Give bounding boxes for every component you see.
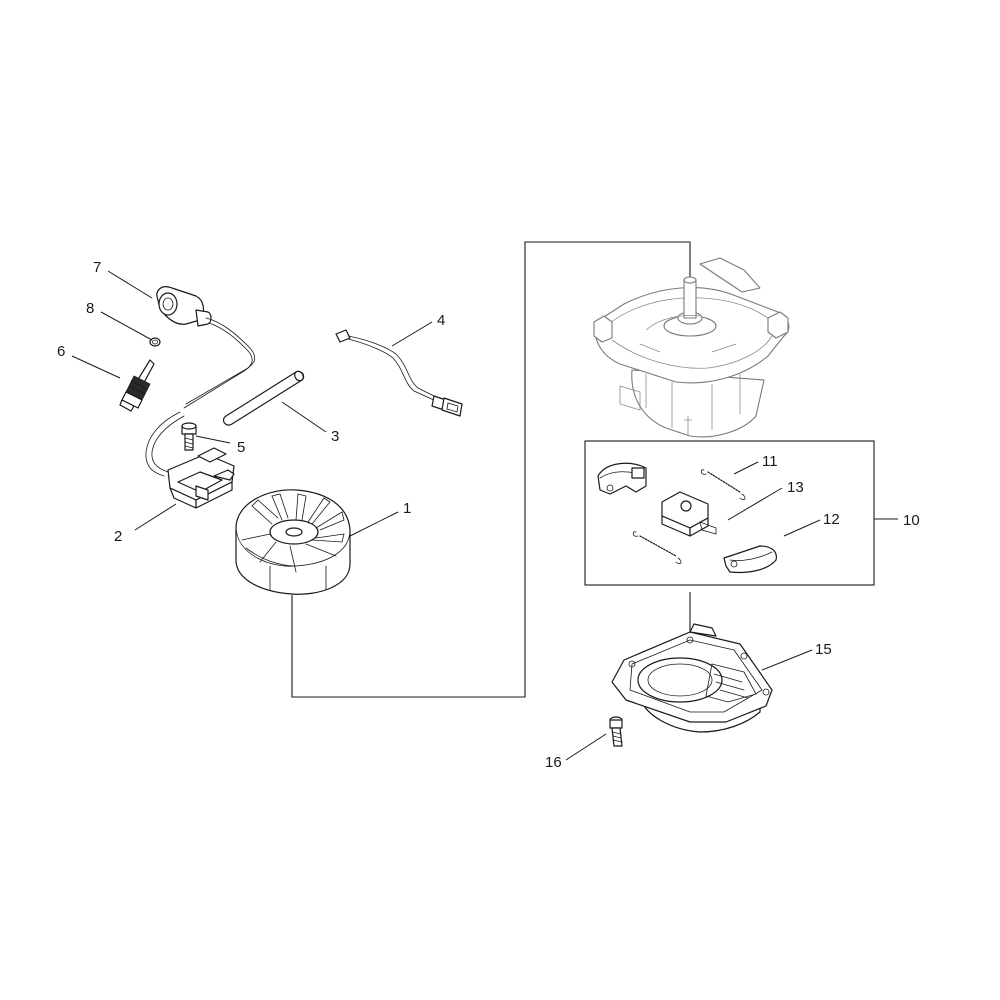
callout-12: 12 — [823, 511, 840, 528]
callout-2: 2 — [114, 528, 122, 545]
upper-spring-part — [700, 469, 746, 501]
assembly-bracket-line — [291, 241, 691, 698]
callout-6: 6 — [57, 343, 65, 360]
tube-part — [222, 370, 305, 426]
callout-8: 8 — [86, 300, 94, 317]
callout-labels: 7 8 6 2 5 3 4 1 11 13 12 10 15 16 — [57, 259, 920, 771]
screw-part — [181, 422, 197, 451]
leader-lines — [71, 270, 898, 761]
callout-16: 16 — [545, 754, 562, 771]
clutch-hub-part — [661, 491, 717, 537]
callout-4: 4 — [437, 312, 445, 329]
clutch-case-part — [611, 623, 773, 733]
flywheel-part — [235, 489, 351, 595]
callout-10: 10 — [903, 512, 920, 529]
lower-clutch-shoe-part — [723, 545, 777, 574]
stop-switch-wire-part — [335, 329, 463, 417]
callout-5: 5 — [237, 439, 245, 456]
crankcase-part — [593, 257, 790, 438]
callout-7: 7 — [93, 259, 101, 276]
ignition-coil-part — [167, 447, 235, 509]
spark-plug-part — [119, 359, 155, 412]
bolt-part — [609, 716, 623, 747]
callout-1: 1 — [403, 500, 411, 517]
callout-15: 15 — [815, 641, 832, 658]
spring-clip-part — [149, 337, 161, 347]
upper-clutch-shoe-part — [597, 462, 647, 495]
plug-cap-part — [156, 286, 212, 327]
ht-lead — [145, 317, 256, 477]
callout-11: 11 — [762, 453, 778, 470]
callout-13: 13 — [787, 479, 804, 496]
clutch-assembly-frame — [584, 440, 875, 586]
callout-3: 3 — [331, 428, 339, 445]
lower-spring-part — [632, 531, 682, 565]
